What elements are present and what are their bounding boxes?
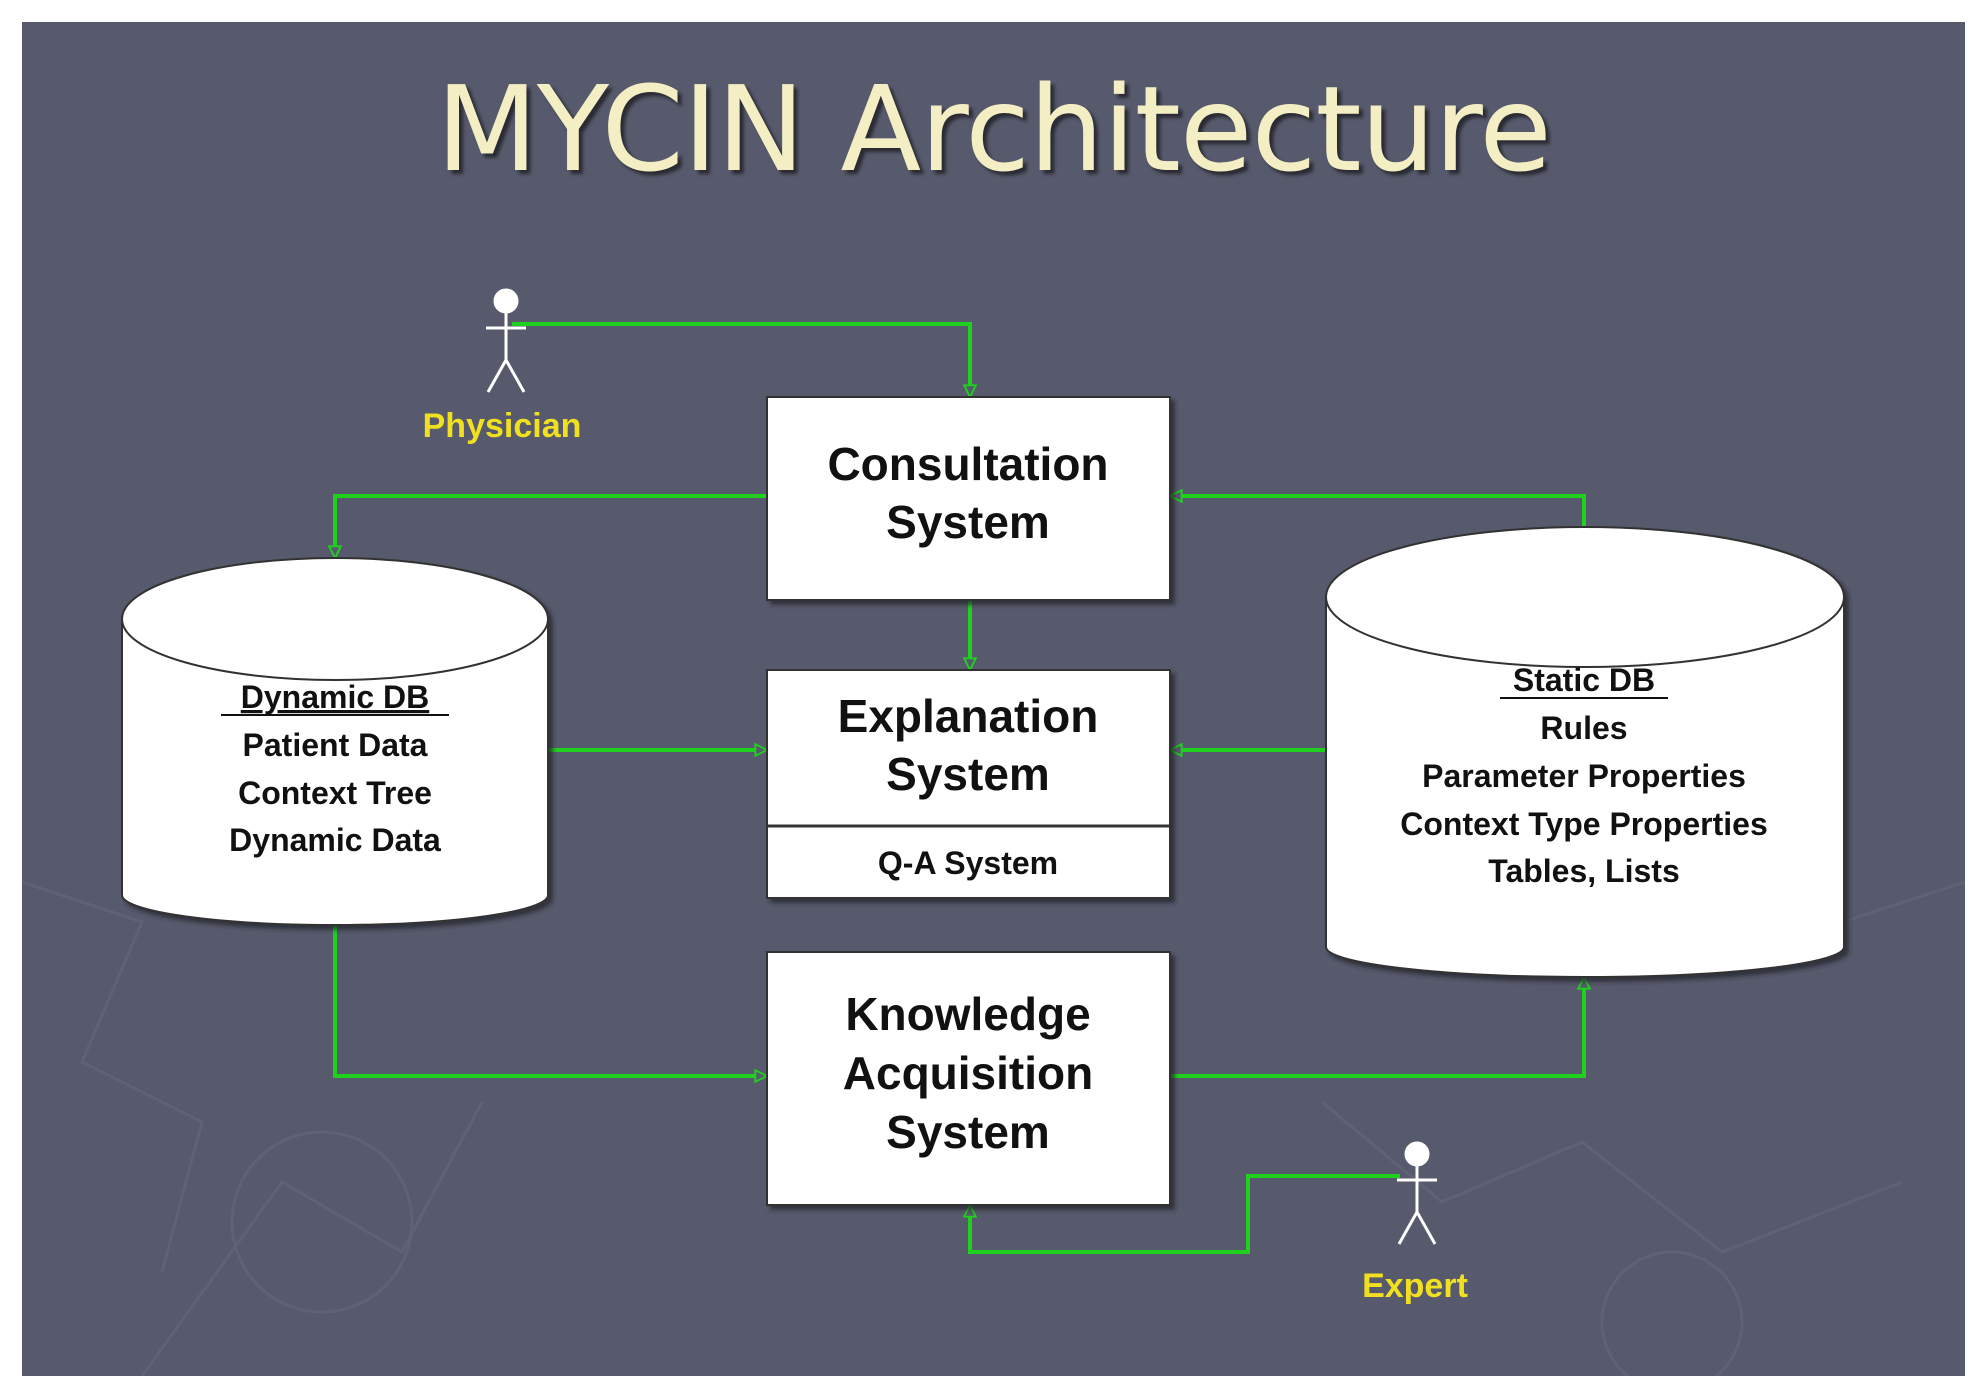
physician-actor bbox=[486, 288, 526, 393]
knowledge-line-1: Knowledge bbox=[845, 988, 1090, 1040]
dynamic-db-item: Patient Data bbox=[243, 727, 428, 763]
connector-consultation-dynamic bbox=[335, 496, 767, 558]
knowledge-line-2: Acquisition bbox=[843, 1047, 1093, 1099]
physician-label: Physician bbox=[423, 407, 582, 445]
static-db-heading: Static DB bbox=[1513, 662, 1655, 698]
expert-label: Expert bbox=[1362, 1267, 1468, 1305]
dynamic-db-heading: Dynamic DB bbox=[241, 679, 430, 715]
dynamic-db-cylinder bbox=[121, 557, 549, 926]
knowledge-line-3: System bbox=[886, 1106, 1050, 1158]
slide: MYCIN Architecture bbox=[22, 22, 1965, 1376]
dynamic-db-item: Dynamic Data bbox=[229, 822, 441, 858]
connector-static-consultation bbox=[1170, 496, 1586, 526]
connector-dynamic-knowledge bbox=[333, 925, 767, 1076]
consultation-system-box bbox=[766, 396, 1171, 601]
explanation-system-box bbox=[766, 669, 1171, 899]
slide-title: MYCIN Architecture bbox=[436, 60, 1552, 198]
connectors bbox=[333, 322, 1586, 1254]
explanation-line-2: System bbox=[886, 748, 1050, 800]
consultation-line-2: System bbox=[886, 496, 1050, 548]
dynamic-db-item: Context Tree bbox=[238, 775, 432, 811]
connector-physician-consultation bbox=[512, 322, 970, 397]
knowledge-acquisition-box bbox=[766, 951, 1171, 1206]
qa-system-label: Q-A System bbox=[878, 845, 1058, 881]
consultation-line-1: Consultation bbox=[827, 438, 1108, 490]
static-db-item: Parameter Properties bbox=[1422, 758, 1746, 794]
static-db-cylinder bbox=[1325, 526, 1845, 978]
static-db-item: Tables, Lists bbox=[1488, 853, 1679, 889]
explanation-line-1: Explanation bbox=[838, 690, 1099, 742]
expert-actor bbox=[1397, 1141, 1437, 1245]
architecture-diagram: Physician Expert Consultation System Exp… bbox=[22, 288, 1965, 1376]
static-db-item: Context Type Properties bbox=[1400, 806, 1767, 842]
connector-expert-knowledge bbox=[970, 1174, 1400, 1254]
connector-knowledge-static bbox=[1170, 977, 1584, 1078]
static-db-item: Rules bbox=[1540, 710, 1627, 746]
